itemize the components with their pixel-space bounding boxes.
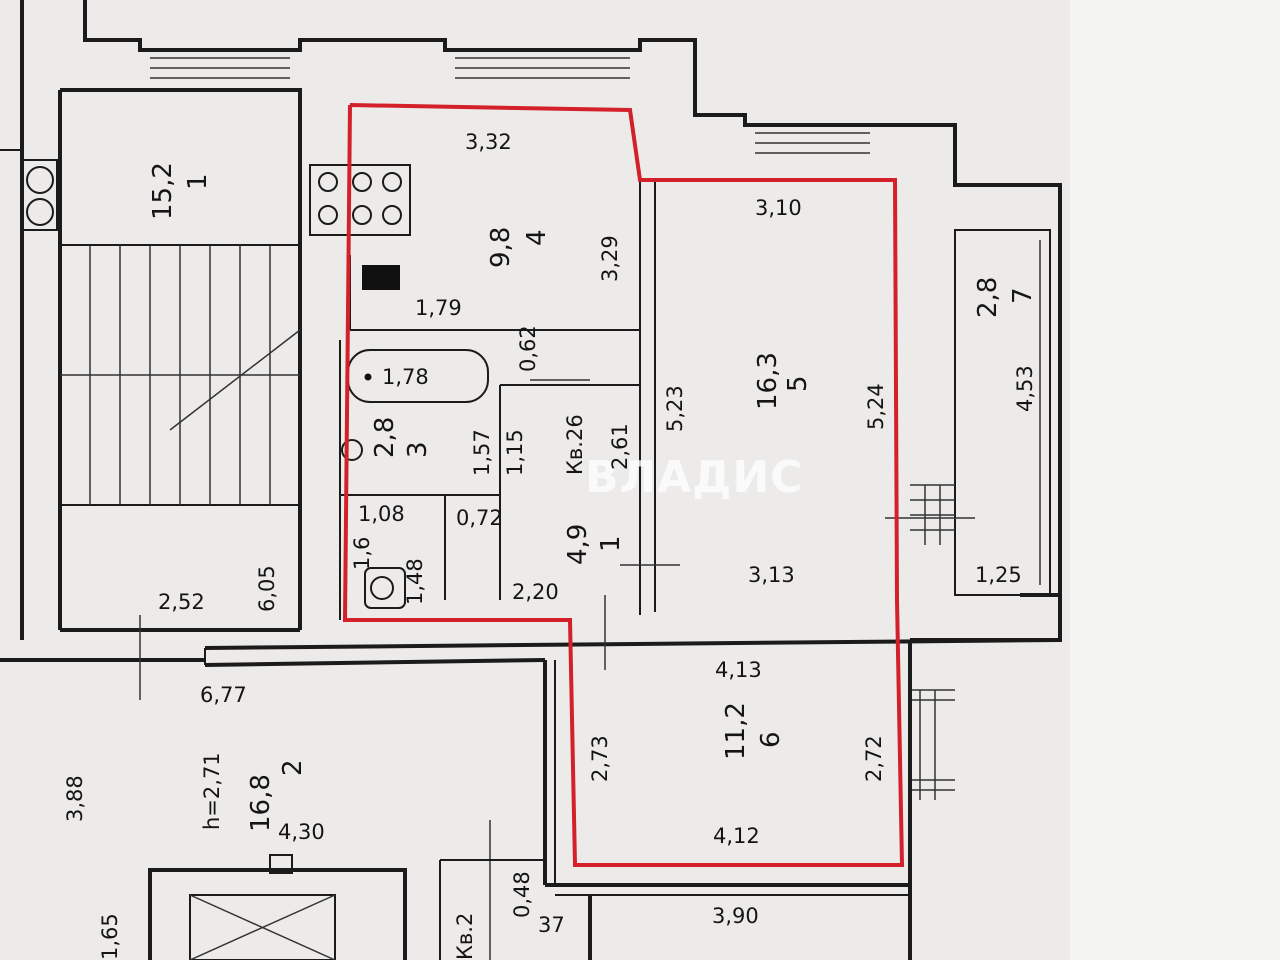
dim-0-62: 0,62 [516,325,540,372]
dim-4-30: 4,30 [278,820,325,844]
balcony [954,229,1051,596]
dim-3-90: 3,90 [712,904,759,928]
hall-area: 4,9 [563,523,593,565]
room-4-number: 4 [522,229,552,246]
dim-2-72: 2,72 [862,735,886,782]
dim-4-12: 4,12 [713,824,760,848]
dim-1-08: 1,08 [358,502,405,526]
dim-6-77: 6,77 [200,683,247,707]
dim-2-73: 2,73 [588,735,612,782]
lower-walls [148,640,912,960]
dim-4-13: 4,13 [715,658,762,682]
dim-3-29: 3,29 [598,235,622,282]
dim-4-53: 4,53 [1013,365,1037,412]
apartment-outline [342,103,905,867]
dim-0-72: 0,72 [456,506,503,530]
windows-top [150,57,870,154]
dim-3-88: 3,88 [63,775,87,822]
hall-number: 1 [596,535,626,552]
vent-block [362,265,400,290]
dim-0-37: 37 [538,913,565,937]
dim-1-48: 1,48 [403,558,427,605]
toilet [364,567,406,609]
dim-1-78: 1,78 [382,365,429,389]
room-7-number: 7 [1008,287,1038,304]
room-2-area: 16,8 [246,774,276,832]
room-7-area: 2,8 [973,276,1003,318]
dim-1-15: 1,15 [503,429,527,476]
interior-walls [339,180,656,620]
room-5-area: 16,3 [753,352,783,410]
room-5-number: 5 [783,375,813,392]
paper-margin [1070,0,1280,960]
watermark: ВЛАДИС [585,452,804,503]
height-label: h=2,71 [200,752,224,830]
dim-2-52: 2,52 [158,590,205,614]
dim-2-61: 2,61 [608,423,632,470]
sink-icon [341,439,363,461]
dim-1-6: 1,6 [350,536,374,570]
door-marks [910,484,955,800]
dim-6-05: 6,05 [255,565,279,612]
dim-1-65: 1,65 [98,913,122,960]
room-6-number: 6 [756,731,786,748]
corridor-wall-bottom [204,658,546,667]
room-3-area: 2,8 [370,416,400,458]
corridor-wall-top [204,638,1061,650]
dimension-ticks [139,379,975,960]
dim-5-24: 5,24 [864,383,888,430]
dim-3-13: 3,13 [748,563,795,587]
dim-1-79: 1,79 [415,296,462,320]
dim-3-32: 3,32 [465,130,512,154]
room-6-area: 11,2 [721,702,751,760]
dim-1-57: 1,57 [470,429,494,476]
stairwell [59,244,301,506]
apartment-number-label: Кв.26 [563,414,587,475]
shaft-circles [21,159,58,231]
dim-0-48: 0,48 [510,871,534,918]
dim-5-23: 5,23 [663,385,687,432]
bottom-apartment-label: Кв.2 [453,912,477,960]
room-4-area: 9,8 [486,226,516,268]
room-1-number: 1 [183,173,213,190]
dim-2-20: 2,20 [512,580,559,604]
room-1-area: 15,2 [148,162,178,220]
room-3-number: 3 [403,441,433,458]
room-2-number: 2 [278,759,308,776]
stove [309,164,411,236]
dim-1-25: 1,25 [975,563,1022,587]
dim-3-10: 3,10 [755,196,802,220]
